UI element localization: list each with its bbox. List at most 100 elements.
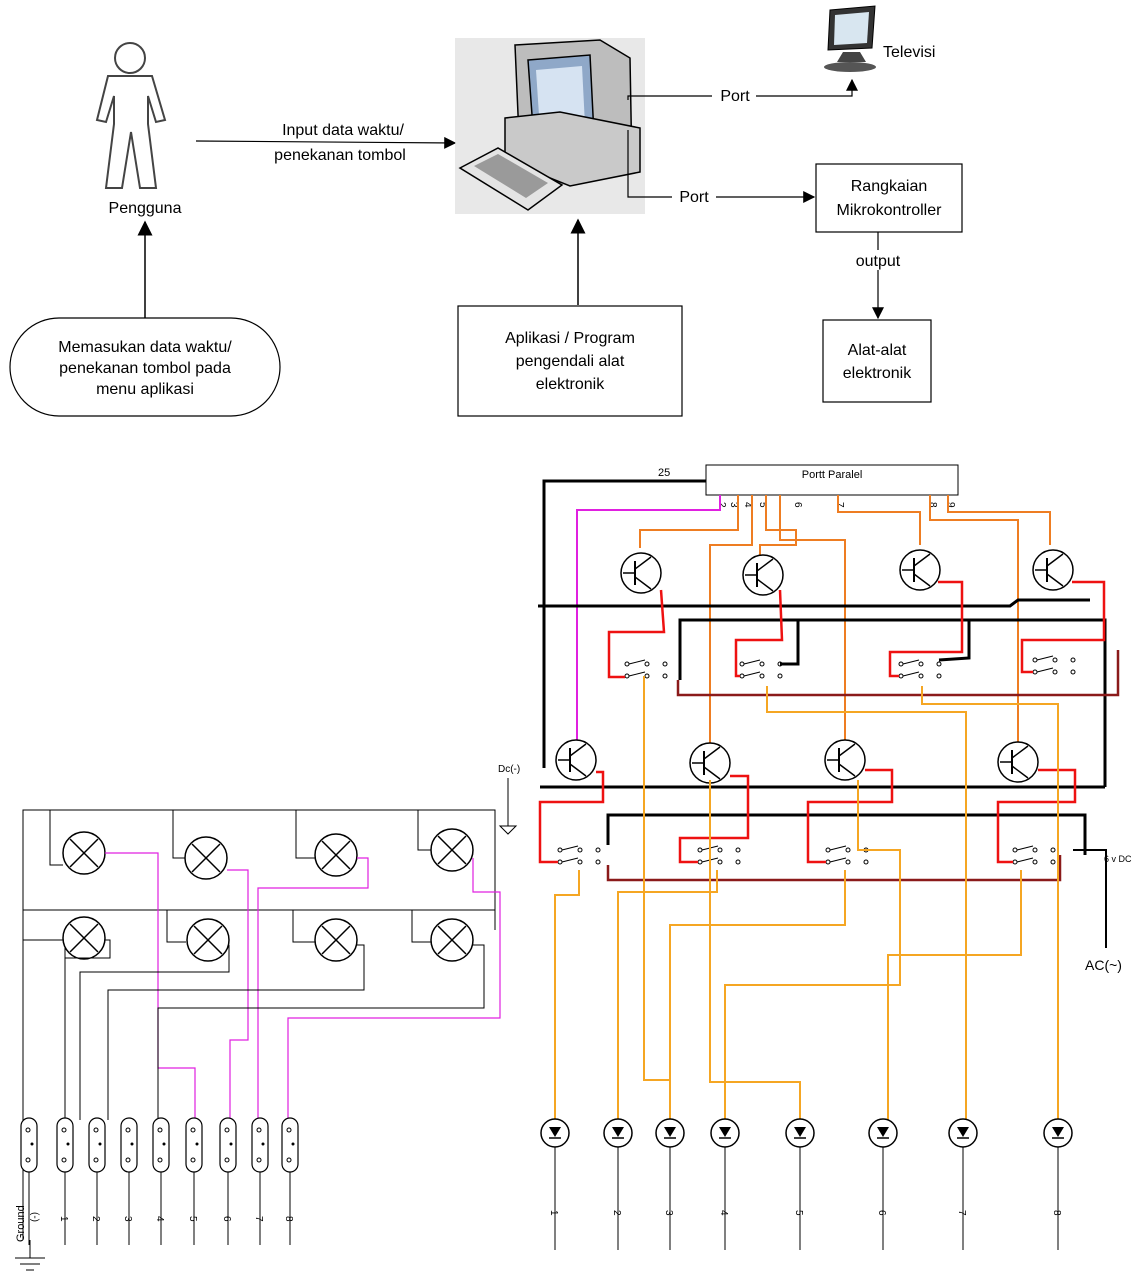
switch-label-5: 5 — [187, 1216, 198, 1222]
relay-top-4-contact — [1070, 669, 1076, 675]
switch-3-pin-a — [125, 1127, 131, 1133]
diode-4-triangle — [719, 1127, 731, 1137]
user-note-box — [9, 317, 281, 417]
transistor-bottom-3-collector — [838, 743, 856, 757]
switch-2-dot — [98, 1142, 102, 1146]
micro-box — [815, 163, 963, 233]
relay-bottom-1-contact — [595, 847, 601, 853]
lamp-4-return — [287, 858, 501, 1120]
switch-0-pin-b — [25, 1157, 31, 1163]
micro-box-line-2: Mikrokontroller — [837, 202, 943, 219]
lamp-7-cross-b — [321, 925, 351, 955]
relay-bottom-1-coil — [538, 770, 605, 864]
ac-label: AC(~) — [1085, 957, 1122, 973]
dc-6v-label: 6 v DC — [1104, 854, 1132, 864]
transistor-top-3-collector — [913, 553, 931, 567]
switch-2-pin-b — [93, 1157, 99, 1163]
lamp-6-cross-b — [193, 925, 223, 955]
transistor-bottom-4-collector — [1011, 745, 1029, 759]
transistor-bottom-1 — [555, 739, 597, 781]
relay-bottom-2-contact — [697, 859, 703, 865]
output-label: output — [856, 253, 901, 270]
relay-top-3-contact — [898, 673, 904, 679]
relay-bottom-3-switch-arm — [829, 845, 847, 851]
relay-top-2-contact — [739, 673, 745, 679]
relay-bottom-3-contact — [863, 859, 869, 865]
transistor-top-4-emitter — [1046, 573, 1064, 587]
relay-top-2-contact — [777, 673, 783, 679]
lamp-5-return — [64, 939, 111, 1120]
switch-0-dot — [30, 1142, 34, 1146]
diode-label-3: 3 — [663, 1210, 674, 1216]
pin-label-4: 4 — [742, 502, 753, 508]
lamp-3-cross-b — [321, 840, 351, 870]
pin-label-7: 7 — [834, 502, 845, 508]
devices-box-line-2: elektronik — [843, 365, 912, 382]
transistor-top-2-collector — [756, 558, 774, 572]
transistor-bottom-2-collector — [703, 746, 721, 760]
port-mid-label: Port — [679, 189, 709, 206]
app-box — [457, 305, 683, 417]
relay-top-3-contact — [918, 673, 924, 679]
switch-1-dot — [66, 1142, 70, 1146]
pin-label-2: 2 — [716, 502, 727, 508]
pin6-wire — [779, 495, 846, 760]
relay-bottom-1-switch-arm — [561, 845, 579, 851]
switch-8-pin-a — [286, 1127, 292, 1133]
transistor-top-3 — [899, 549, 941, 591]
switch-label-3: 3 — [122, 1216, 133, 1222]
relay-bottom-4-contact — [1050, 847, 1056, 853]
lamp-2-cross-b — [191, 843, 221, 873]
switch-5-dot — [195, 1142, 199, 1146]
relay-top-4-switch-arm — [1036, 667, 1054, 673]
switch-8 — [281, 1117, 299, 1173]
input-label-2: penekanan tombol — [274, 147, 406, 164]
user-note-line-3: menu aplikasi — [96, 381, 194, 398]
relay-top-1-contact — [624, 673, 630, 679]
diode-1-triangle — [549, 1127, 561, 1137]
pin9-wire — [947, 495, 1051, 545]
switch-1 — [56, 1117, 74, 1173]
relay-top-2-drive — [780, 620, 800, 666]
relay-top-2-switch-arm — [743, 659, 761, 665]
relay-bottom-1-contact — [557, 859, 563, 865]
pin4-wire — [709, 495, 753, 755]
transistor-top-2-emitter — [756, 578, 774, 592]
switch-label-6: 6 — [221, 1216, 232, 1222]
switch-1-pin-a — [61, 1127, 67, 1133]
lamp-1-cross-b — [69, 838, 99, 868]
switch-2 — [88, 1117, 106, 1173]
switch-label-7: 7 — [253, 1216, 264, 1222]
out-wire-1 — [643, 676, 671, 1120]
switch-4-pin-b — [157, 1157, 163, 1163]
port-line-micro — [627, 130, 816, 203]
relay-bottom-2-coil — [678, 774, 750, 864]
relay-top-1-contact — [644, 673, 650, 679]
computer-icon — [455, 38, 645, 214]
lamp-tap-6 — [166, 910, 186, 943]
diode-label-4: 4 — [718, 1210, 729, 1216]
diode-label-2: 2 — [611, 1210, 622, 1216]
switch-label-2: 2 — [90, 1216, 101, 1222]
relay-top-1-contact — [662, 673, 668, 679]
pin8-wire — [929, 495, 1019, 770]
relay-top-2-contact — [739, 661, 745, 667]
lamp-1-return — [105, 852, 196, 1120]
lamp-tap-4 — [417, 810, 433, 851]
out-wire-6 — [887, 870, 1022, 1120]
relay-top-3-switch-arm — [902, 659, 920, 665]
transistor-top-1-collector — [634, 556, 652, 570]
diode-label-7: 7 — [956, 1210, 967, 1216]
switch-8-dot — [291, 1142, 295, 1146]
switch-4-pin-a — [157, 1127, 163, 1133]
relay-top-1-switch-arm — [628, 659, 646, 665]
relay-top-2-contact — [759, 673, 765, 679]
dc-ground-icon — [498, 825, 518, 835]
switch-6-pin-a — [224, 1127, 230, 1133]
relay-bottom-3-contact — [825, 859, 831, 865]
diode-6-triangle — [877, 1127, 889, 1137]
switch-3-dot — [130, 1142, 134, 1146]
diode-2-triangle — [612, 1127, 624, 1137]
lamp-8-return — [157, 944, 485, 1120]
